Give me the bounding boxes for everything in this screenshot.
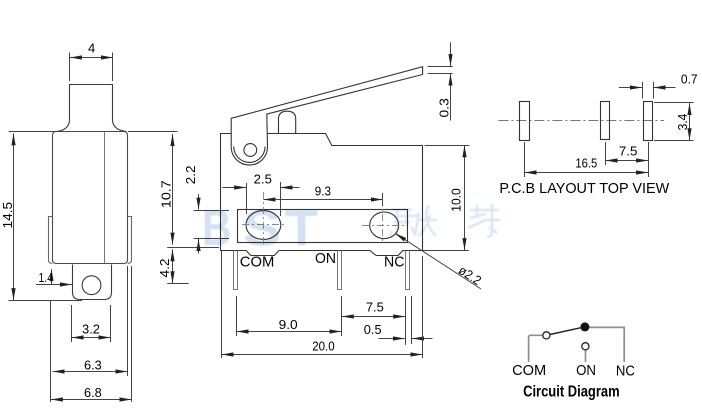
svg-text:ON: ON (576, 362, 596, 379)
svg-text:16.5: 16.5 (575, 155, 597, 170)
svg-text:B: B (202, 199, 232, 256)
svg-text:6.8: 6.8 (84, 385, 102, 400)
svg-text:3.2: 3.2 (82, 322, 100, 337)
svg-text:0.5: 0.5 (364, 322, 382, 337)
svg-text:1.4: 1.4 (39, 270, 54, 285)
svg-text:2.2: 2.2 (183, 165, 198, 184)
svg-text:4: 4 (88, 41, 95, 56)
svg-text:COM: COM (240, 254, 274, 271)
svg-text:NC: NC (616, 363, 635, 380)
svg-text:0.7: 0.7 (681, 71, 698, 86)
svg-text:Circuit Diagram: Circuit Diagram (523, 384, 620, 401)
svg-text:S: S (243, 200, 281, 257)
svg-text:P.C.B LAYOUT TOP VIEW: P.C.B LAYOUT TOP VIEW (499, 180, 670, 197)
svg-text:20.0: 20.0 (312, 338, 335, 353)
svg-text:4.2: 4.2 (157, 259, 172, 278)
svg-text:0.3: 0.3 (436, 98, 451, 117)
svg-text:2.5: 2.5 (254, 172, 272, 187)
svg-text:3.4: 3.4 (675, 114, 690, 131)
svg-text:6.3: 6.3 (84, 357, 102, 372)
svg-text:14.5: 14.5 (0, 202, 15, 229)
svg-text:COM: COM (512, 362, 546, 379)
svg-text:T: T (285, 200, 318, 257)
svg-text:7.5: 7.5 (619, 144, 638, 159)
svg-text:10.7: 10.7 (158, 180, 173, 208)
svg-text:ø2.2: ø2.2 (456, 262, 484, 288)
svg-text:NC: NC (384, 254, 405, 271)
svg-text:ON: ON (315, 250, 336, 267)
svg-text:10.0: 10.0 (448, 188, 463, 212)
svg-text:7.5: 7.5 (366, 300, 384, 315)
svg-text:9.0: 9.0 (279, 317, 298, 332)
svg-text:9.3: 9.3 (315, 184, 331, 199)
